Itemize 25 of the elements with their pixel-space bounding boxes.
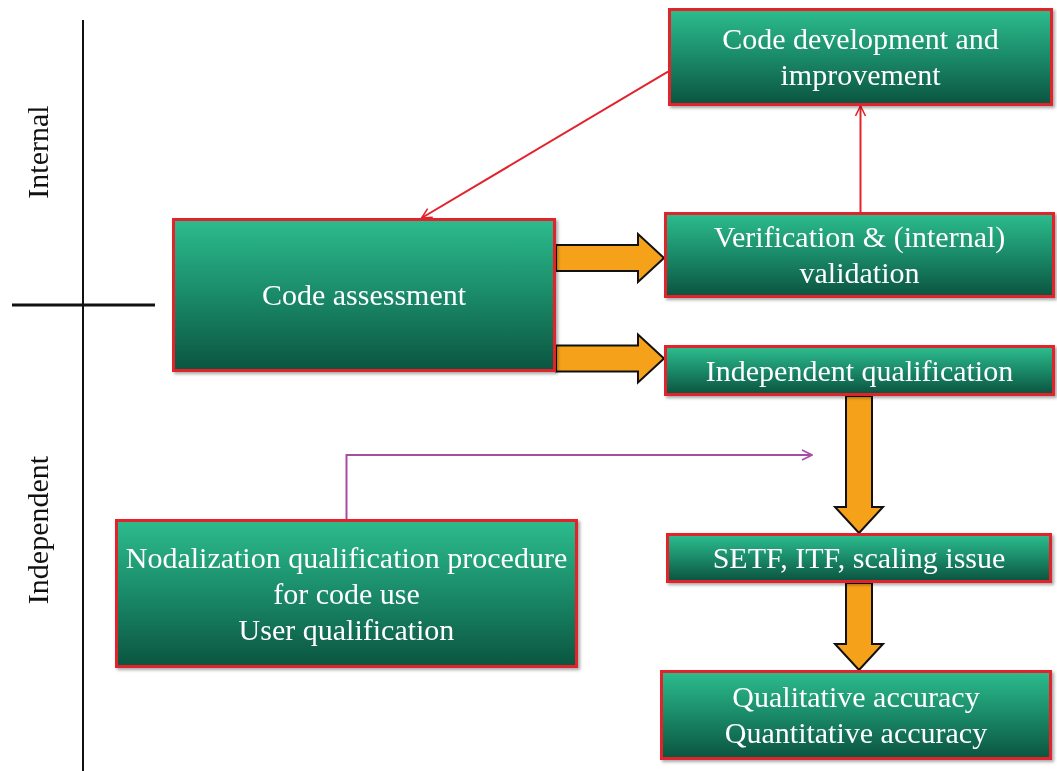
box-text: SETF, ITF, scaling issue <box>712 540 1006 576</box>
box-text: Independent qualification <box>705 352 1014 389</box>
process-box <box>668 8 1053 106</box>
block-arrow <box>555 231 666 285</box>
process-box <box>666 533 1052 583</box>
box-text: Code development and improvement <box>721 21 1000 93</box>
process-box <box>660 670 1052 760</box>
process-box <box>115 519 578 668</box>
block-arrow <box>832 395 886 535</box>
process-box <box>172 218 556 372</box>
side-label: Internal <box>21 105 55 199</box>
block-arrow <box>555 332 666 385</box>
box-text: Code assessment <box>261 277 467 313</box>
process-box <box>664 212 1055 298</box>
side-label: Independent <box>21 455 55 605</box>
box-text: Quantitative accuracy <box>724 715 988 751</box>
block-arrow <box>832 582 886 672</box>
arrow <box>854 105 867 213</box>
arrow <box>345 449 813 520</box>
box-text: Qualitative accuracy <box>732 679 980 715</box>
box-text: User qualification <box>238 611 455 648</box>
box-text: Verification & (internal) validation <box>712 219 1007 291</box>
box-text: Nodalization qualification procedure for code use <box>124 539 569 612</box>
arrow <box>420 70 669 219</box>
process-box <box>664 345 1055 396</box>
